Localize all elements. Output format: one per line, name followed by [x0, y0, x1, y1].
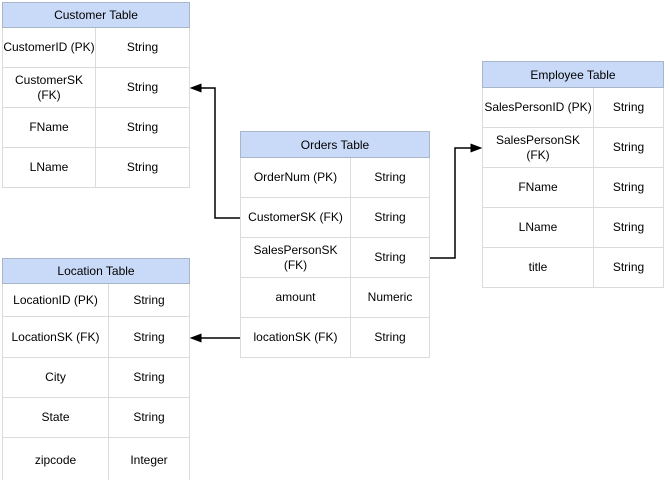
table-customer: Customer Table CustomerID (PK) String Cu… — [2, 2, 190, 188]
table-row: CustomerID (PK) String — [2, 28, 190, 68]
table-row: State String — [2, 398, 190, 438]
field-type-cell: String — [612, 100, 645, 114]
field-type-cell: String — [374, 210, 406, 224]
table-location-header: Location Table — [2, 258, 190, 284]
field-type-cell: String — [133, 329, 165, 344]
table-orders-header: Orders Table — [240, 131, 430, 158]
table-customer-header: Customer Table — [2, 2, 190, 28]
field-type-cell: String — [612, 140, 645, 154]
table-row: FName String — [482, 168, 664, 208]
table-row: SalesPersonID (PK) String — [482, 88, 664, 128]
field-name-cell: LocationID (PK) — [3, 284, 109, 316]
table-row: City String — [2, 358, 190, 398]
field-name-cell: LName — [483, 208, 594, 247]
table-employee-header: Employee Table — [482, 61, 664, 88]
field-type-cell: String — [374, 250, 406, 264]
field-name-cell: SalesPersonSK (FK) — [241, 238, 351, 277]
table-row: LocationID (PK) String — [2, 284, 190, 317]
field-name-cell: SalesPersonSK (FK) — [483, 128, 594, 167]
field-type-cell: Numeric — [367, 290, 413, 304]
table-row: OrderNum (PK) String — [240, 158, 430, 198]
table-row: LName String — [2, 148, 190, 188]
field-name-cell: SalesPersonID (PK) — [483, 88, 594, 127]
field-type-cell: String — [612, 220, 645, 234]
table-row: CustomerSK (FK) String — [240, 198, 430, 238]
connector-orders-to-location — [189, 333, 240, 343]
arrowhead-right-icon — [470, 143, 483, 153]
connector-orders-to-customer — [189, 83, 240, 219]
field-name-cell: CustomerSK (FK) — [241, 198, 351, 237]
connector-orders-to-employee — [430, 143, 483, 259]
field-name-cell: CustomerID (PK) — [3, 28, 96, 67]
field-name-cell: FName — [3, 108, 96, 147]
field-type-cell: String — [612, 260, 645, 274]
field-type-cell: String — [126, 80, 159, 94]
field-type-cell: String — [126, 120, 159, 134]
field-name-cell: State — [3, 398, 109, 437]
field-name-cell: FName — [483, 168, 594, 207]
field-type-cell: String — [126, 40, 159, 54]
table-row: amount Numeric — [240, 278, 430, 318]
field-name-cell: locationSK (FK) — [241, 318, 351, 357]
table-row: SalesPersonSK (FK) String — [482, 128, 664, 168]
field-name-cell: title — [483, 248, 594, 287]
table-row: LName String — [482, 208, 664, 248]
table-location: Location Table LocationID (PK) String Lo… — [2, 258, 190, 480]
field-type-cell: String — [126, 160, 159, 174]
table-row: locationSK (FK) String — [240, 318, 430, 358]
table-row: FName String — [2, 108, 190, 148]
field-name-cell: LocationSK (FK) — [3, 317, 109, 357]
table-row: zipcode Integer — [2, 438, 190, 480]
field-name-cell: amount — [241, 278, 351, 317]
field-name-cell: OrderNum (PK) — [241, 158, 351, 197]
table-row: SalesPersonSK (FK) String — [240, 238, 430, 278]
field-type-cell: Integer — [130, 453, 168, 467]
table-orders: Orders Table OrderNum (PK) String Custom… — [240, 131, 430, 358]
field-type-cell: String — [374, 330, 406, 344]
table-row: CustomerSK (FK) String — [2, 68, 190, 108]
field-type-cell: String — [133, 410, 165, 424]
field-type-cell: String — [374, 170, 406, 184]
field-type-cell: String — [612, 180, 645, 194]
field-name-cell: LName — [3, 148, 96, 187]
arrowhead-left-icon — [189, 333, 202, 343]
table-row: title String — [482, 248, 664, 288]
field-name-cell: CustomerSK (FK) — [3, 68, 96, 107]
field-type-cell: String — [133, 292, 165, 307]
field-name-cell: zipcode — [3, 438, 109, 480]
field-name-cell: City — [3, 358, 109, 397]
field-type-cell: String — [133, 370, 165, 384]
table-employee: Employee Table SalesPersonID (PK) String… — [482, 61, 664, 288]
arrowhead-left-icon — [189, 83, 202, 93]
table-row: LocationSK (FK) String — [2, 317, 190, 358]
